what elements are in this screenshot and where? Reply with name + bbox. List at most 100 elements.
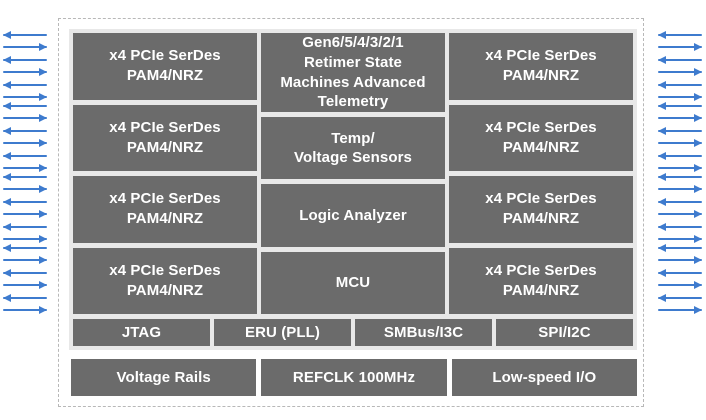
- arrow-right-icon: [3, 92, 47, 101]
- logic-analyzer-block: Logic Analyzer: [261, 184, 445, 247]
- serdes-label-line1: x4 PCIe SerDes: [109, 190, 221, 208]
- jtag-label: JTAG: [121, 323, 162, 341]
- arrow-rail-right: [658, 31, 702, 314]
- low-speed-io-block: Low-speed I/O: [451, 359, 637, 396]
- refclk-block: REFCLK 100MHz: [261, 359, 447, 396]
- serdes-label-line2: PAM4/NRZ: [126, 67, 204, 85]
- arrow-right-icon: [658, 68, 702, 77]
- arrow-left-icon: [658, 151, 702, 160]
- serdes-block-right-1: x4 PCIe SerDes PAM4/NRZ: [449, 33, 633, 100]
- arrow-left-icon: [658, 293, 702, 302]
- arrow-right-icon: [658, 305, 702, 314]
- serdes-label-line1: x4 PCIe SerDes: [485, 261, 597, 279]
- arrow-left-icon: [3, 244, 47, 252]
- pcie-lane-arrow-group: [3, 31, 47, 101]
- voltage-rails-block: Voltage Rails: [71, 359, 257, 396]
- arrow-left-icon: [658, 244, 702, 252]
- serdes-label-line1: x4 PCIe SerDes: [109, 261, 221, 279]
- mcu-block: MCU: [261, 251, 445, 314]
- retimer-label-line4: Telemetry: [317, 93, 389, 111]
- arrow-left-icon: [658, 102, 702, 110]
- arrow-right-icon: [3, 281, 47, 290]
- arrow-right-icon: [658, 139, 702, 148]
- arrow-left-icon: [658, 80, 702, 89]
- serdes-label-line2: PAM4/NRZ: [502, 210, 580, 228]
- logic-analyzer-label: Logic Analyzer: [299, 206, 407, 224]
- pcie-lane-arrow-group: [3, 244, 47, 314]
- retimer-label-line2: Retimer State: [303, 53, 402, 71]
- external-row: Voltage Rails REFCLK 100MHz Low-speed I/…: [71, 359, 637, 396]
- arrow-left-icon: [658, 222, 702, 231]
- serdes-block-right-2: x4 PCIe SerDes PAM4/NRZ: [449, 104, 633, 171]
- pcie-lane-arrow-group: [658, 244, 702, 314]
- arrow-left-icon: [658, 126, 702, 135]
- serdes-label-line2: PAM4/NRZ: [126, 138, 204, 156]
- arrow-left-icon: [3, 31, 47, 39]
- serdes-label-line2: PAM4/NRZ: [126, 210, 204, 228]
- serdes-block-right-3: x4 PCIe SerDes PAM4/NRZ: [449, 176, 633, 243]
- serdes-block-left-1: x4 PCIe SerDes PAM4/NRZ: [73, 33, 257, 100]
- serdes-label-line1: x4 PCIe SerDes: [485, 190, 597, 208]
- arrow-left-icon: [3, 102, 47, 110]
- retimer-label-line1: Gen6/5/4/3/2/1: [302, 34, 404, 51]
- smbus-i3c-label: SMBus/I3C: [383, 323, 464, 341]
- arrow-left-icon: [658, 173, 702, 181]
- arrow-right-icon: [3, 114, 47, 123]
- arrow-left-icon: [3, 173, 47, 181]
- arrow-left-icon: [3, 268, 47, 277]
- spi-i2c-label: SPI/I2C: [538, 323, 591, 341]
- arrow-right-icon: [3, 43, 47, 52]
- serdes-label-line2: PAM4/NRZ: [502, 138, 580, 156]
- spi-i2c-block: SPI/I2C: [496, 319, 633, 346]
- pcie-lane-arrow-group: [658, 102, 702, 172]
- temp-voltage-sensors-block: Temp/ Voltage Sensors: [261, 117, 445, 180]
- jtag-block: JTAG: [73, 319, 210, 346]
- serdes-label-line2: PAM4/NRZ: [502, 67, 580, 85]
- serdes-label-line1: x4 PCIe SerDes: [109, 47, 221, 65]
- arrow-right-icon: [658, 234, 702, 243]
- arrow-left-icon: [3, 126, 47, 135]
- arrow-right-icon: [3, 163, 47, 172]
- arrow-left-icon: [658, 197, 702, 206]
- arrow-left-icon: [658, 55, 702, 64]
- arrow-right-icon: [658, 281, 702, 290]
- eru-pll-label: ERU (PLL): [244, 323, 321, 341]
- chip-panel: x4 PCIe SerDes PAM4/NRZ x4 PCIe SerDes P…: [69, 29, 637, 350]
- arrow-right-icon: [658, 114, 702, 123]
- serdes-label-line1: x4 PCIe SerDes: [485, 118, 597, 136]
- arrow-right-icon: [3, 68, 47, 77]
- serdes-block-left-3: x4 PCIe SerDes PAM4/NRZ: [73, 176, 257, 243]
- arrow-left-icon: [3, 151, 47, 160]
- serdes-column-left: x4 PCIe SerDes PAM4/NRZ x4 PCIe SerDes P…: [73, 33, 257, 314]
- arrow-left-icon: [658, 268, 702, 277]
- arrow-right-icon: [658, 163, 702, 172]
- arrow-rail-left: [3, 31, 47, 314]
- serdes-label-line2: PAM4/NRZ: [502, 281, 580, 299]
- arrow-left-icon: [3, 197, 47, 206]
- serdes-block-left-2: x4 PCIe SerDes PAM4/NRZ: [73, 104, 257, 171]
- arrow-left-icon: [658, 31, 702, 39]
- arrow-right-icon: [3, 256, 47, 265]
- low-speed-io-label: Low-speed I/O: [492, 368, 597, 386]
- arrow-right-icon: [3, 185, 47, 194]
- core-column-middle: Gen6/5/4/3/2/1 Retimer State Machines Ad…: [261, 33, 445, 314]
- arrow-right-icon: [3, 305, 47, 314]
- arrow-right-icon: [658, 43, 702, 52]
- smbus-i3c-block: SMBus/I3C: [355, 319, 492, 346]
- pcie-lane-arrow-group: [3, 102, 47, 172]
- serdes-block-right-4: x4 PCIe SerDes PAM4/NRZ: [449, 247, 633, 314]
- chip-outline: x4 PCIe SerDes PAM4/NRZ x4 PCIe SerDes P…: [58, 18, 644, 407]
- pcie-lane-arrow-group: [658, 31, 702, 101]
- sensor-label-line2: Voltage Sensors: [294, 149, 412, 167]
- arrow-left-icon: [3, 222, 47, 231]
- retimer-state-machines-block: Gen6/5/4/3/2/1 Retimer State Machines Ad…: [261, 33, 445, 113]
- arrow-right-icon: [658, 210, 702, 219]
- arrow-right-icon: [3, 234, 47, 243]
- mcu-label: MCU: [335, 273, 371, 291]
- serdes-block-left-4: x4 PCIe SerDes PAM4/NRZ: [73, 247, 257, 314]
- chip-core-grid: x4 PCIe SerDes PAM4/NRZ x4 PCIe SerDes P…: [73, 33, 633, 314]
- arrow-right-icon: [658, 92, 702, 101]
- arrow-left-icon: [3, 293, 47, 302]
- arrow-left-icon: [3, 55, 47, 64]
